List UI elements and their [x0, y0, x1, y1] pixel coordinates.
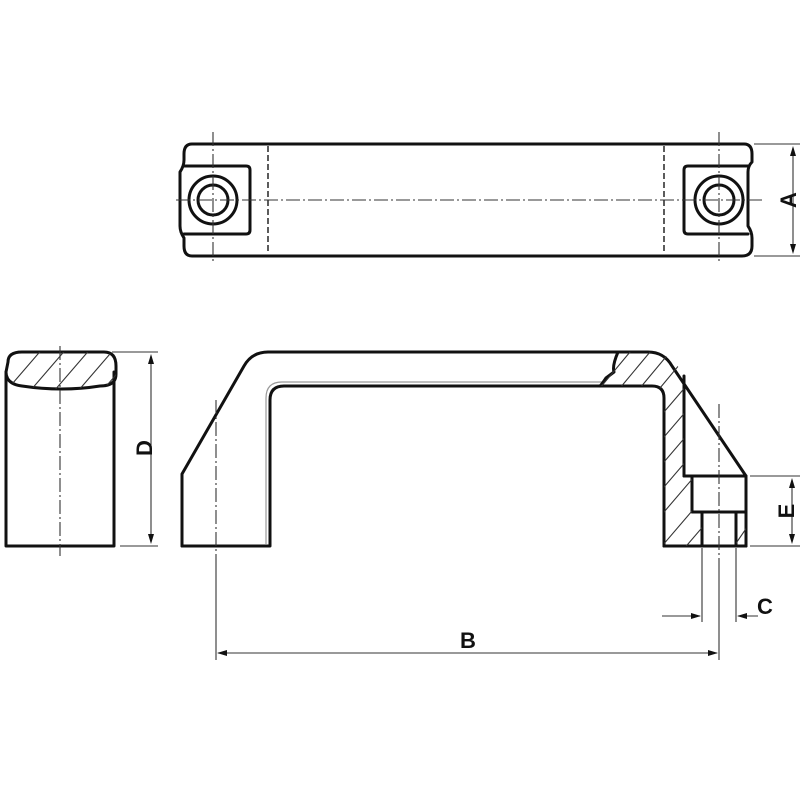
dimension-c-label: C [757, 594, 773, 619]
dimension-c: C [662, 548, 773, 622]
dimension-b: B [215, 560, 720, 660]
right-inner-leg [598, 384, 666, 548]
dimension-d-label: D [132, 440, 157, 456]
thread-hole-outline [662, 510, 748, 548]
side-section-cap [4, 350, 118, 391]
dimension-e-label: E [774, 504, 799, 519]
front-view [180, 350, 748, 560]
side-view [4, 346, 118, 556]
dimension-b-label: B [460, 628, 476, 653]
front-inner-profile [180, 384, 602, 548]
dimension-a: A [754, 143, 800, 257]
dimension-d: D [112, 351, 158, 547]
counterbore-outline [682, 474, 748, 548]
dimension-e: E [750, 475, 800, 547]
dimension-a-label: A [776, 192, 800, 208]
top-view [176, 132, 764, 262]
section-break-line [598, 350, 620, 388]
front-outer-profile [180, 350, 748, 548]
top-view-outline [178, 142, 754, 258]
inner-edge-highlight [265, 381, 604, 544]
